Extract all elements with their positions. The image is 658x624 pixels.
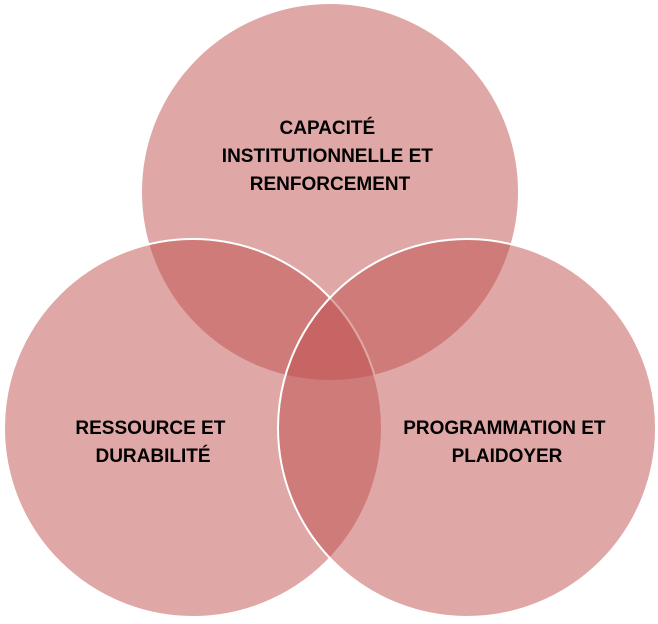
label-right-line-2: PLAIDOYER [452,446,563,467]
label-top: CAPACITÉ INSTITUTIONNELLE ET RENFORCEMEN… [222,117,438,195]
label-top-line-1: CAPACITÉ [280,117,376,139]
label-left-line-1: RESSOURCE ET [75,418,225,439]
label-left-line-2: DURABILITÉ [95,445,210,467]
circle-right [277,238,657,618]
label-right: PROGRAMMATION ET PLAIDOYER [403,418,611,467]
label-top-line-3: RENFORCEMENT [250,174,411,195]
label-left: RESSOURCE ET DURABILITÉ [75,418,230,467]
label-right-line-1: PROGRAMMATION ET [403,418,606,439]
label-top-line-2: INSTITUTIONNELLE ET [222,146,434,167]
